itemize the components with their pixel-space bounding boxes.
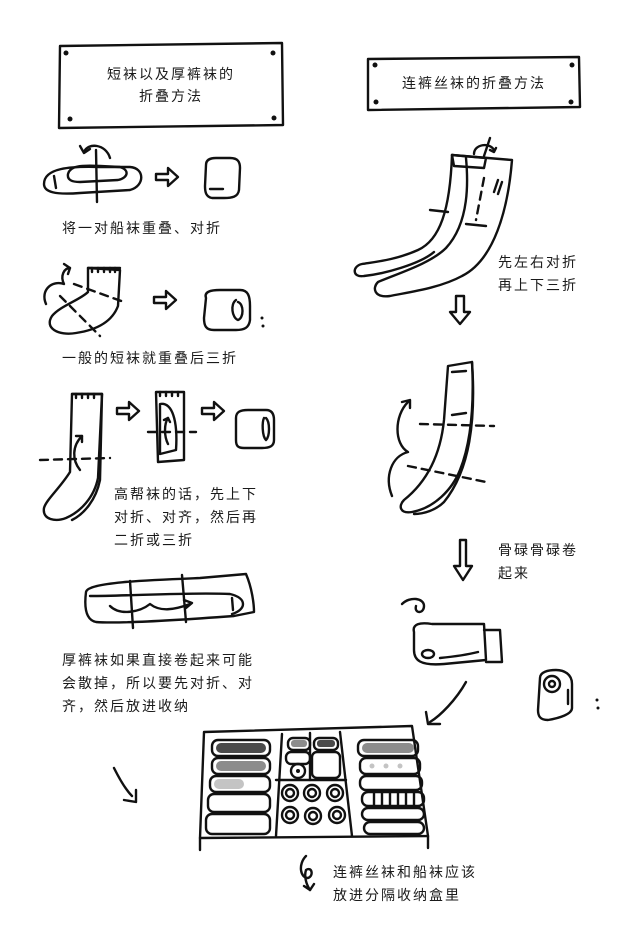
roll-up-caption: 骨碌骨碌卷 起来 [498, 540, 578, 586]
high-sock-drawing [38, 392, 112, 522]
rolled-short-sock-drawing [202, 288, 265, 332]
roll-up-caption-line-2: 起来 [498, 566, 530, 582]
left-section-title: 短袜以及厚裤袜的 折叠方法 [60, 64, 282, 108]
thick-tights-caption: 厚裤袜如果直接卷起来可能 会散掉，所以要先对折、对 齐，然后放进收纳 [62, 650, 254, 719]
arrow-right-icon [200, 400, 226, 422]
boat-socks-caption: 将一对船袜重叠、对折 [62, 221, 222, 237]
thick-tights-caption-line-2: 会散掉，所以要先对折、对 [62, 676, 254, 692]
folded-boat-sock-drawing [203, 156, 242, 200]
storage-caption: 连裤丝袜和船袜应该 放进分隔收纳盒里 [333, 862, 477, 908]
left-title-sign-frame [57, 41, 285, 130]
fold-halves-caption-line-2: 再上下三折 [498, 278, 578, 294]
arrow-right-icon [115, 400, 141, 422]
high-socks-caption-line-1: 高帮袜的话，先上下 [114, 487, 258, 503]
high-socks-caption: 高帮袜的话，先上下 对折、对齐，然后再 二折或三折 [114, 484, 258, 553]
roll-up-caption-line-1: 骨碌骨碌卷 [498, 543, 578, 559]
arrow-down-icon [448, 294, 472, 326]
rolling-tights-drawing [400, 597, 504, 666]
arrow-right-icon [154, 166, 180, 188]
high-socks-caption-line-2: 对折、对齐，然后再 [114, 510, 258, 526]
thick-tights-drawing [84, 572, 256, 630]
boat-socks-drawing [42, 144, 143, 204]
right-section-title: 连裤丝袜的折叠方法 [402, 76, 546, 92]
arrow-down-icon [452, 538, 474, 582]
thick-tights-caption-line-1: 厚裤袜如果直接卷起来可能 [62, 653, 254, 669]
storage-caption-line-2: 放进分隔收纳盒里 [333, 888, 461, 904]
thick-tights-caption-line-3: 齐，然后放进收纳 [62, 699, 190, 715]
curved-arrow-to-box-icon [112, 766, 138, 804]
short-sock-drawing [43, 262, 126, 338]
folded-tights-drawing [387, 360, 496, 516]
left-title-line-2: 折叠方法 [139, 89, 203, 105]
storage-caption-line-1: 连裤丝袜和船袜应该 [333, 865, 477, 881]
storage-box-drawing [198, 724, 430, 852]
curved-arrow-to-box-icon [424, 680, 468, 726]
high-socks-caption-line-3: 二折或三折 [114, 533, 194, 549]
right-title-sign-frame [366, 55, 582, 112]
short-socks-caption: 一般的短袜就重叠后三折 [62, 351, 238, 367]
rolled-tights-drawing [536, 668, 600, 722]
folded-high-sock-drawing [234, 408, 276, 450]
arrow-right-icon [152, 289, 178, 311]
fold-halves-caption-line-1: 先左右对折 [498, 255, 578, 271]
curly-arrow-icon [299, 854, 316, 892]
half-folded-high-sock-drawing [146, 390, 198, 464]
left-title-line-1: 短袜以及厚裤袜的 [107, 67, 235, 83]
fold-halves-caption: 先左右对折 再上下三折 [498, 252, 578, 298]
tights-drawing [353, 136, 514, 298]
